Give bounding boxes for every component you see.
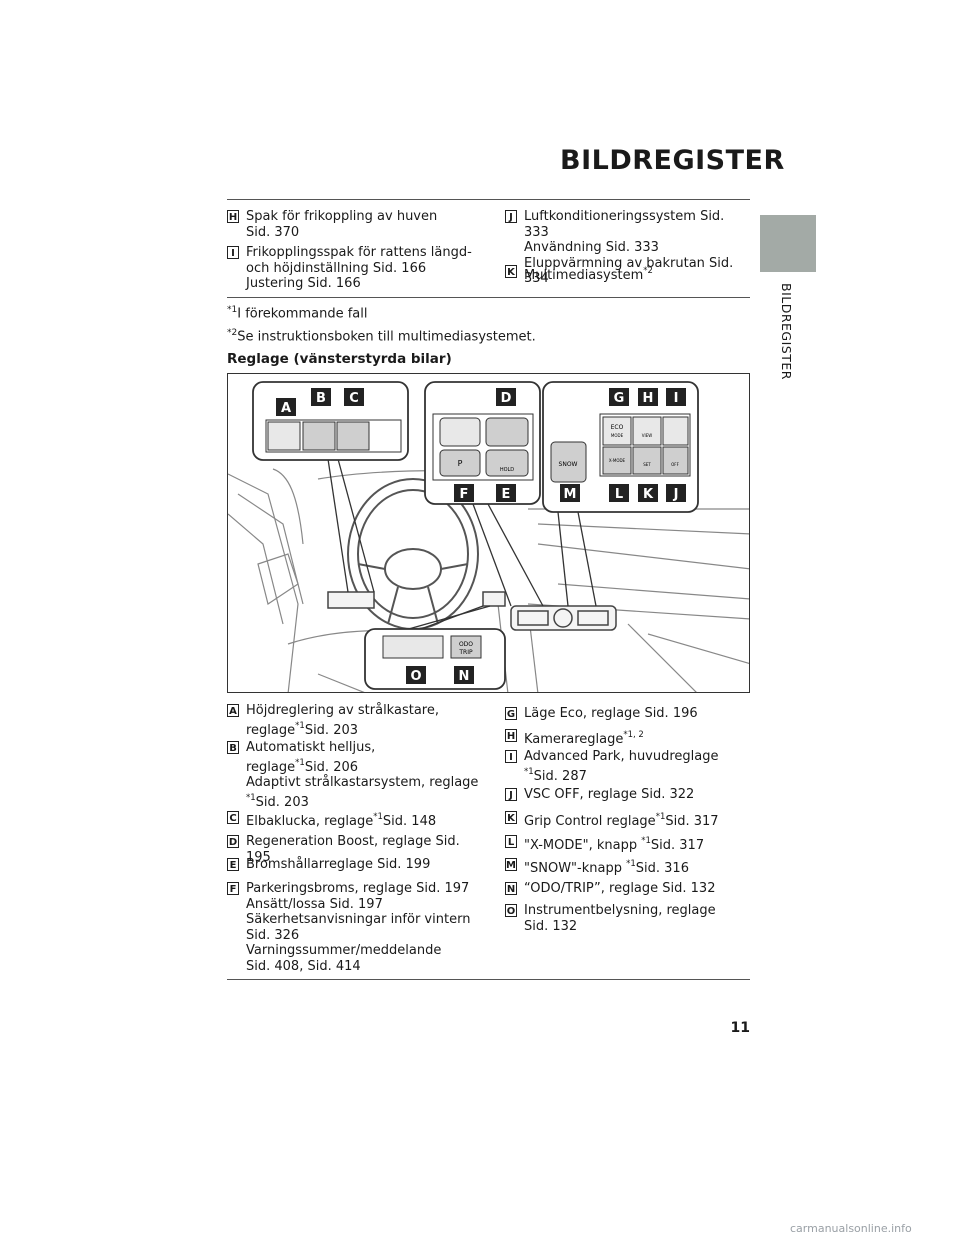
svg-text:X-MODE: X-MODE <box>609 458 626 463</box>
svg-text:E: E <box>502 487 511 502</box>
footer-rule <box>227 979 750 980</box>
svg-text:VIEW: VIEW <box>642 433 652 438</box>
page-number: 11 <box>730 1020 750 1036</box>
svg-text:P: P <box>458 459 463 468</box>
svg-text:M: M <box>564 487 577 502</box>
svg-text:SET: SET <box>643 462 651 467</box>
svg-text:ECO: ECO <box>611 424 624 431</box>
entry-g: G Läge Eco, reglage Sid. 196 <box>505 706 698 721</box>
entry-n: N“ODO/TRIP”, reglage Sid. 132 <box>505 881 716 896</box>
svg-text:TRIP: TRIP <box>458 649 473 656</box>
footnote-2: *2Se instruktionsboken till multimediasy… <box>227 328 536 345</box>
svg-text:G: G <box>614 391 625 406</box>
svg-text:A: A <box>281 401 291 416</box>
entry-l: L"X-MODE", knapp *1Sid. 317 <box>505 834 750 854</box>
svg-text:L: L <box>615 487 623 502</box>
svg-text:C: C <box>349 391 359 406</box>
svg-text:SNOW: SNOW <box>559 461 578 468</box>
svg-text:N: N <box>459 669 470 684</box>
svg-text:H: H <box>643 391 654 406</box>
svg-text:OFF: OFF <box>671 462 679 467</box>
svg-text:HOLD: HOLD <box>500 467 514 473</box>
controls-figure: A B C P HOLD D F E SNOW ECO MODE <box>227 373 750 693</box>
svg-text:I: I <box>674 391 679 406</box>
svg-text:B: B <box>316 391 326 406</box>
svg-text:D: D <box>501 391 512 406</box>
svg-text:K: K <box>643 487 654 502</box>
svg-text:J: J <box>673 487 679 502</box>
svg-text:O: O <box>410 669 421 684</box>
page-title: BILDREGISTER <box>560 145 785 176</box>
notes-rule <box>227 297 750 298</box>
footnote-1: *1I förekommande fall <box>227 305 368 322</box>
entry-m: M "SNOW"-knapp *1Sid. 316 <box>505 858 689 876</box>
svg-text:ODO: ODO <box>459 641 473 648</box>
side-tab <box>760 215 816 272</box>
svg-text:F: F <box>460 487 469 502</box>
header-rule <box>227 199 750 200</box>
side-label: BILDREGISTER <box>779 283 794 380</box>
section-title: Reglage (vänsterstyrda bilar) <box>227 351 452 367</box>
svg-text:MODE: MODE <box>611 433 624 438</box>
watermark: carmanualsonline.info <box>790 1222 912 1235</box>
